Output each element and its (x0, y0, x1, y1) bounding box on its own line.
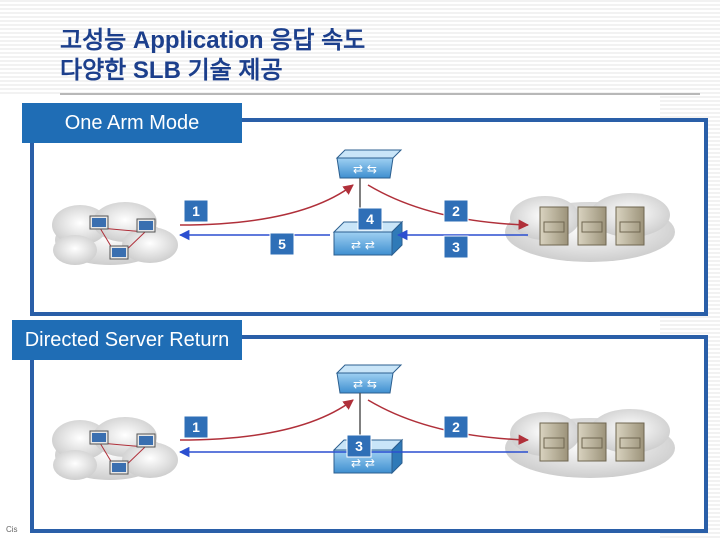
svg-text:⇄ ⇄: ⇄ ⇄ (351, 456, 375, 470)
client-cloud-2 (52, 417, 178, 480)
step-badge-2: 2 (443, 199, 469, 223)
svg-text:⇄ ⇆: ⇄ ⇆ (353, 162, 377, 176)
svg-text:⇄ ⇆: ⇄ ⇆ (353, 377, 377, 391)
svg-text:⇄ ⇄: ⇄ ⇄ (351, 238, 375, 252)
server-icon (539, 422, 569, 462)
svg-text:5: 5 (278, 236, 286, 252)
step-badge-2: 2 (443, 415, 469, 439)
svg-text:2: 2 (452, 203, 460, 219)
footer-text: Cis (6, 525, 18, 534)
svg-text:1: 1 (192, 419, 200, 435)
server-icon (615, 422, 645, 462)
svg-text:3: 3 (355, 438, 363, 454)
svg-text:1: 1 (192, 203, 200, 219)
svg-text:3: 3 (452, 239, 460, 255)
title-line-1: 고성능 Application 응답 속도 (60, 27, 366, 54)
client-cloud-1 (52, 202, 178, 265)
router-icon: ⇄ ⇆ (335, 149, 403, 222)
server-farm-2 (505, 409, 675, 478)
title-line-2: 다양한 SLB 기술 제공 (60, 57, 283, 84)
svg-text:2: 2 (452, 419, 460, 435)
step-badge-3: 3 (346, 434, 372, 458)
step-badge-4: 4 (357, 207, 383, 231)
page-title: 고성능 Application 응답 속도 다양한 SLB 기술 제공 (60, 26, 365, 86)
server-icon (577, 422, 607, 462)
server-icon (615, 206, 645, 246)
step-badge-5: 5 (269, 232, 295, 256)
server-farm-1 (505, 193, 675, 262)
server-icon (577, 206, 607, 246)
header-background (0, 0, 720, 95)
one-arm-mode-label: One Arm Mode (22, 103, 242, 143)
step-badge-3: 3 (443, 235, 469, 259)
step-badge-1: 1 (183, 199, 209, 223)
svg-text:4: 4 (366, 211, 374, 227)
directed-server-return-label: Directed Server Return (12, 320, 242, 360)
traffic-arrows-1 (178, 184, 530, 241)
server-icon (539, 206, 569, 246)
title-divider (60, 93, 700, 95)
step-badge-1: 1 (183, 415, 209, 439)
